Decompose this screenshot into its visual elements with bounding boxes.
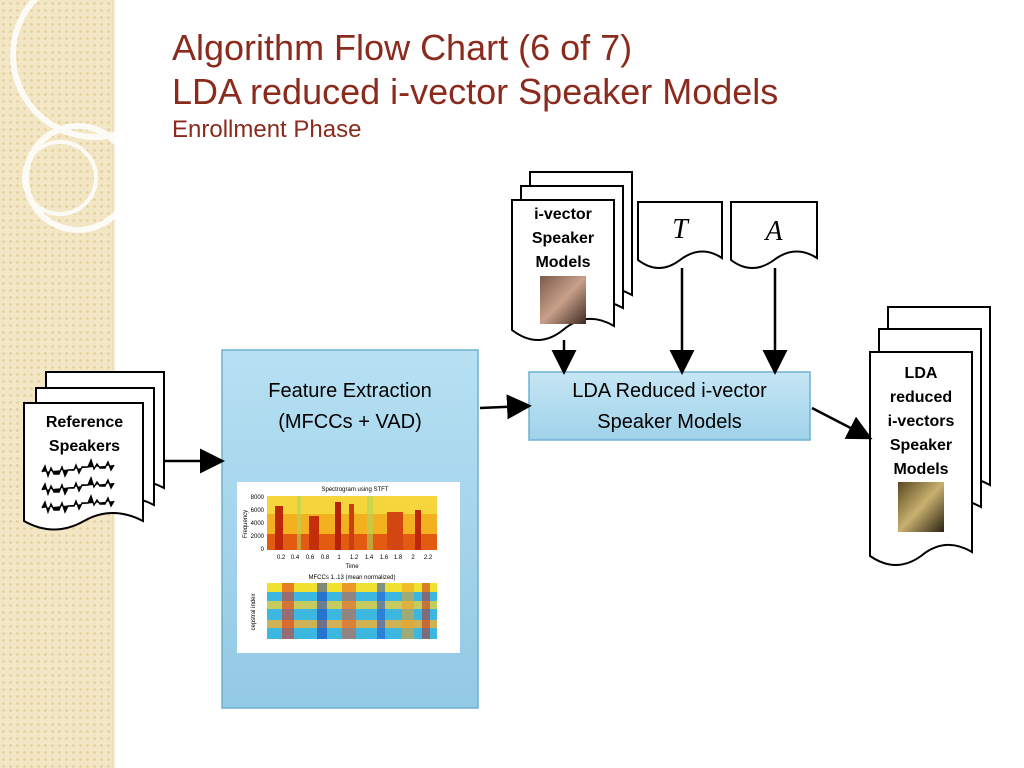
mfcc-texture [267,583,437,639]
svg-text:0.4: 0.4 [291,555,300,561]
slide-title-line2: LDA reduced i-vector Speaker Models [172,71,779,112]
matrix-t-symbol: T [672,214,688,245]
matrix-t-document [637,201,723,269]
svg-text:1.6: 1.6 [380,555,389,561]
slide-title: Algorithm Flow Chart (6 of 7) [172,27,633,68]
mfcc-ylabel: cepstral index [251,593,257,630]
svg-text:2000: 2000 [251,534,265,540]
reference-speakers-label: Reference Speakers [45,414,124,455]
feature-extraction-label: Feature Extraction (MFCCs + VAD) [268,380,432,433]
lda-output-label: LDA reduced i-vectors Speaker Models [887,365,955,478]
arrow-feature-to-lda [479,394,532,420]
slide-subtitle: Enrollment Phase [172,116,362,143]
lda-reduced-box [528,371,811,441]
svg-text:2.2: 2.2 [424,555,433,561]
svg-text:0.6: 0.6 [306,555,315,561]
svg-text:4000: 4000 [251,521,265,527]
matrix-a-document [730,201,818,269]
flow-arrows [164,268,873,474]
svg-text:2: 2 [411,555,415,561]
arrow-lda-to-output [811,406,873,440]
vocal-tract-image [540,276,586,324]
spectrogram-figure: Spectrogram using STFT 8000 6000 4000 20… [243,487,437,639]
ivector-models-stack [511,171,633,341]
matrix-a-symbol: A [765,216,783,247]
svg-text:6000: 6000 [251,508,265,514]
spectrogram-yticks: 8000 6000 4000 2000 0 [251,495,265,553]
svg-text:0.8: 0.8 [321,555,330,561]
svg-text:8000: 8000 [251,495,265,501]
spectrogram-xlabel: Time [345,564,359,570]
svg-text:0: 0 [261,547,265,553]
lda-reduced-label: LDA Reduced i-vector Speaker Models [572,380,767,433]
waveform-icon [41,458,115,515]
svg-text:1: 1 [337,555,341,561]
svg-text:1.2: 1.2 [350,555,359,561]
spectrogram-texture [267,496,437,550]
spectrogram-title: Spectrogram using STFT [321,487,388,493]
svg-text:1.8: 1.8 [394,555,403,561]
vocal-tract-image-output [898,482,944,532]
decorative-arcs [10,0,180,233]
mfcc-title: MFCCs 1..13 (mean normalized) [308,575,395,581]
ivector-models-label: i-vector Speaker Models [531,206,595,271]
spectrogram-panel: Spectrogram using STFT 8000 6000 4000 20… [237,482,460,653]
svg-text:0.2: 0.2 [277,555,286,561]
spectrogram-xticks: 0.2 0.4 0.6 0.8 1 1.2 1.4 1.6 1.8 2 2.2 [277,555,433,561]
spectrogram-ylabel: Frequency [243,510,249,538]
slide-title-block: Algorithm Flow Chart (6 of 7) LDA reduce… [172,26,778,146]
svg-text:1.4: 1.4 [365,555,374,561]
